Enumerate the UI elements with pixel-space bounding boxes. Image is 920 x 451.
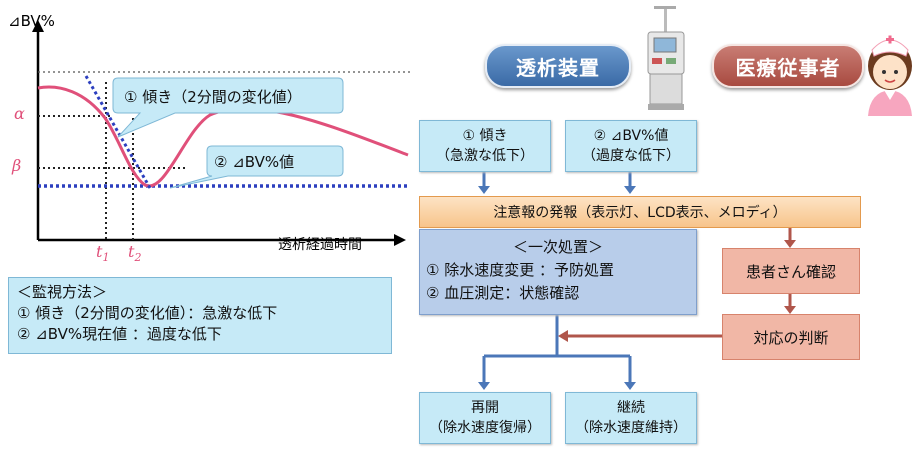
- primary-treatment-line-1: ① 除水速度変更 ：予防処置: [426, 261, 614, 279]
- monitoring-line-1: ① 傾き（2分間の変化値）：急激な低下: [17, 304, 278, 322]
- bv-curve: [37, 85, 409, 188]
- bv-chart: [32, 20, 410, 246]
- bv-callout-text: ② ⊿BV%値: [214, 153, 295, 171]
- y-axis-label: ⊿BV%: [8, 12, 55, 30]
- bv-trigger-box: ② ⊿BV%値 （過度な低下）: [565, 120, 697, 172]
- medical-staff-label: 医療従事者: [712, 44, 864, 88]
- alpha-label: α: [14, 104, 25, 123]
- dialysis-device-label: 透析装置: [485, 44, 631, 88]
- primary-treatment-title: ＜一次処置＞: [512, 238, 603, 256]
- primary-treatment-line-2: ② 血圧測定：状態確認: [426, 284, 580, 302]
- t1-label: t1: [96, 242, 110, 265]
- t2-label: t2: [128, 242, 142, 265]
- slope-callout: [112, 77, 344, 138]
- dialysis-machine-icon: [647, 6, 685, 110]
- judgement-box: 対応の判断: [722, 314, 860, 360]
- slope-trigger-title: ① 傾き: [462, 128, 508, 144]
- continue-detail: （除水速度維持）: [575, 420, 687, 436]
- slope-trigger-detail: （急激な低下）: [436, 148, 534, 164]
- bv-value-callout: [169, 145, 344, 189]
- x-axis-label: 透析経過時間: [278, 237, 362, 253]
- nurse-icon: [868, 35, 912, 116]
- resume-title: 再開: [471, 400, 499, 416]
- bv-trigger-title: ② ⊿BV%値: [593, 128, 669, 144]
- beta-label: β: [12, 156, 22, 175]
- continue-box: 継続 （除水速度維持）: [565, 392, 697, 444]
- monitoring-line-2: ② ⊿BV%現在値 ：過度な低下: [17, 325, 222, 343]
- slope-trigger-box: ① 傾き （急激な低下）: [419, 120, 551, 172]
- monitoring-title: ＜監視方法＞: [17, 283, 108, 301]
- x-axis-arrowhead: [394, 234, 406, 246]
- alert-notification-box: 注意報の発報（表示灯、LCD表示、メロディ）: [419, 196, 861, 228]
- y-axis-arrowhead: [32, 20, 44, 32]
- slope-callout-text: ① 傾き（2分間の変化値）: [124, 88, 302, 106]
- flow-connectors: [478, 172, 796, 390]
- primary-treatment-box: ＜一次処置＞ ① 除水速度変更 ：予防処置 ② 血圧測定：状態確認: [419, 229, 697, 315]
- resume-detail: （除水速度復帰）: [429, 420, 541, 436]
- continue-title: 継続: [617, 400, 645, 416]
- resume-box: 再開 （除水速度復帰）: [419, 392, 551, 444]
- monitoring-method-box: ＜監視方法＞ ① 傾き（2分間の変化値）：急激な低下 ② ⊿BV%現在値 ：過度…: [8, 277, 392, 354]
- bv-trigger-detail: （過度な低下）: [582, 148, 680, 164]
- patient-check-box: 患者さん確認: [722, 248, 860, 294]
